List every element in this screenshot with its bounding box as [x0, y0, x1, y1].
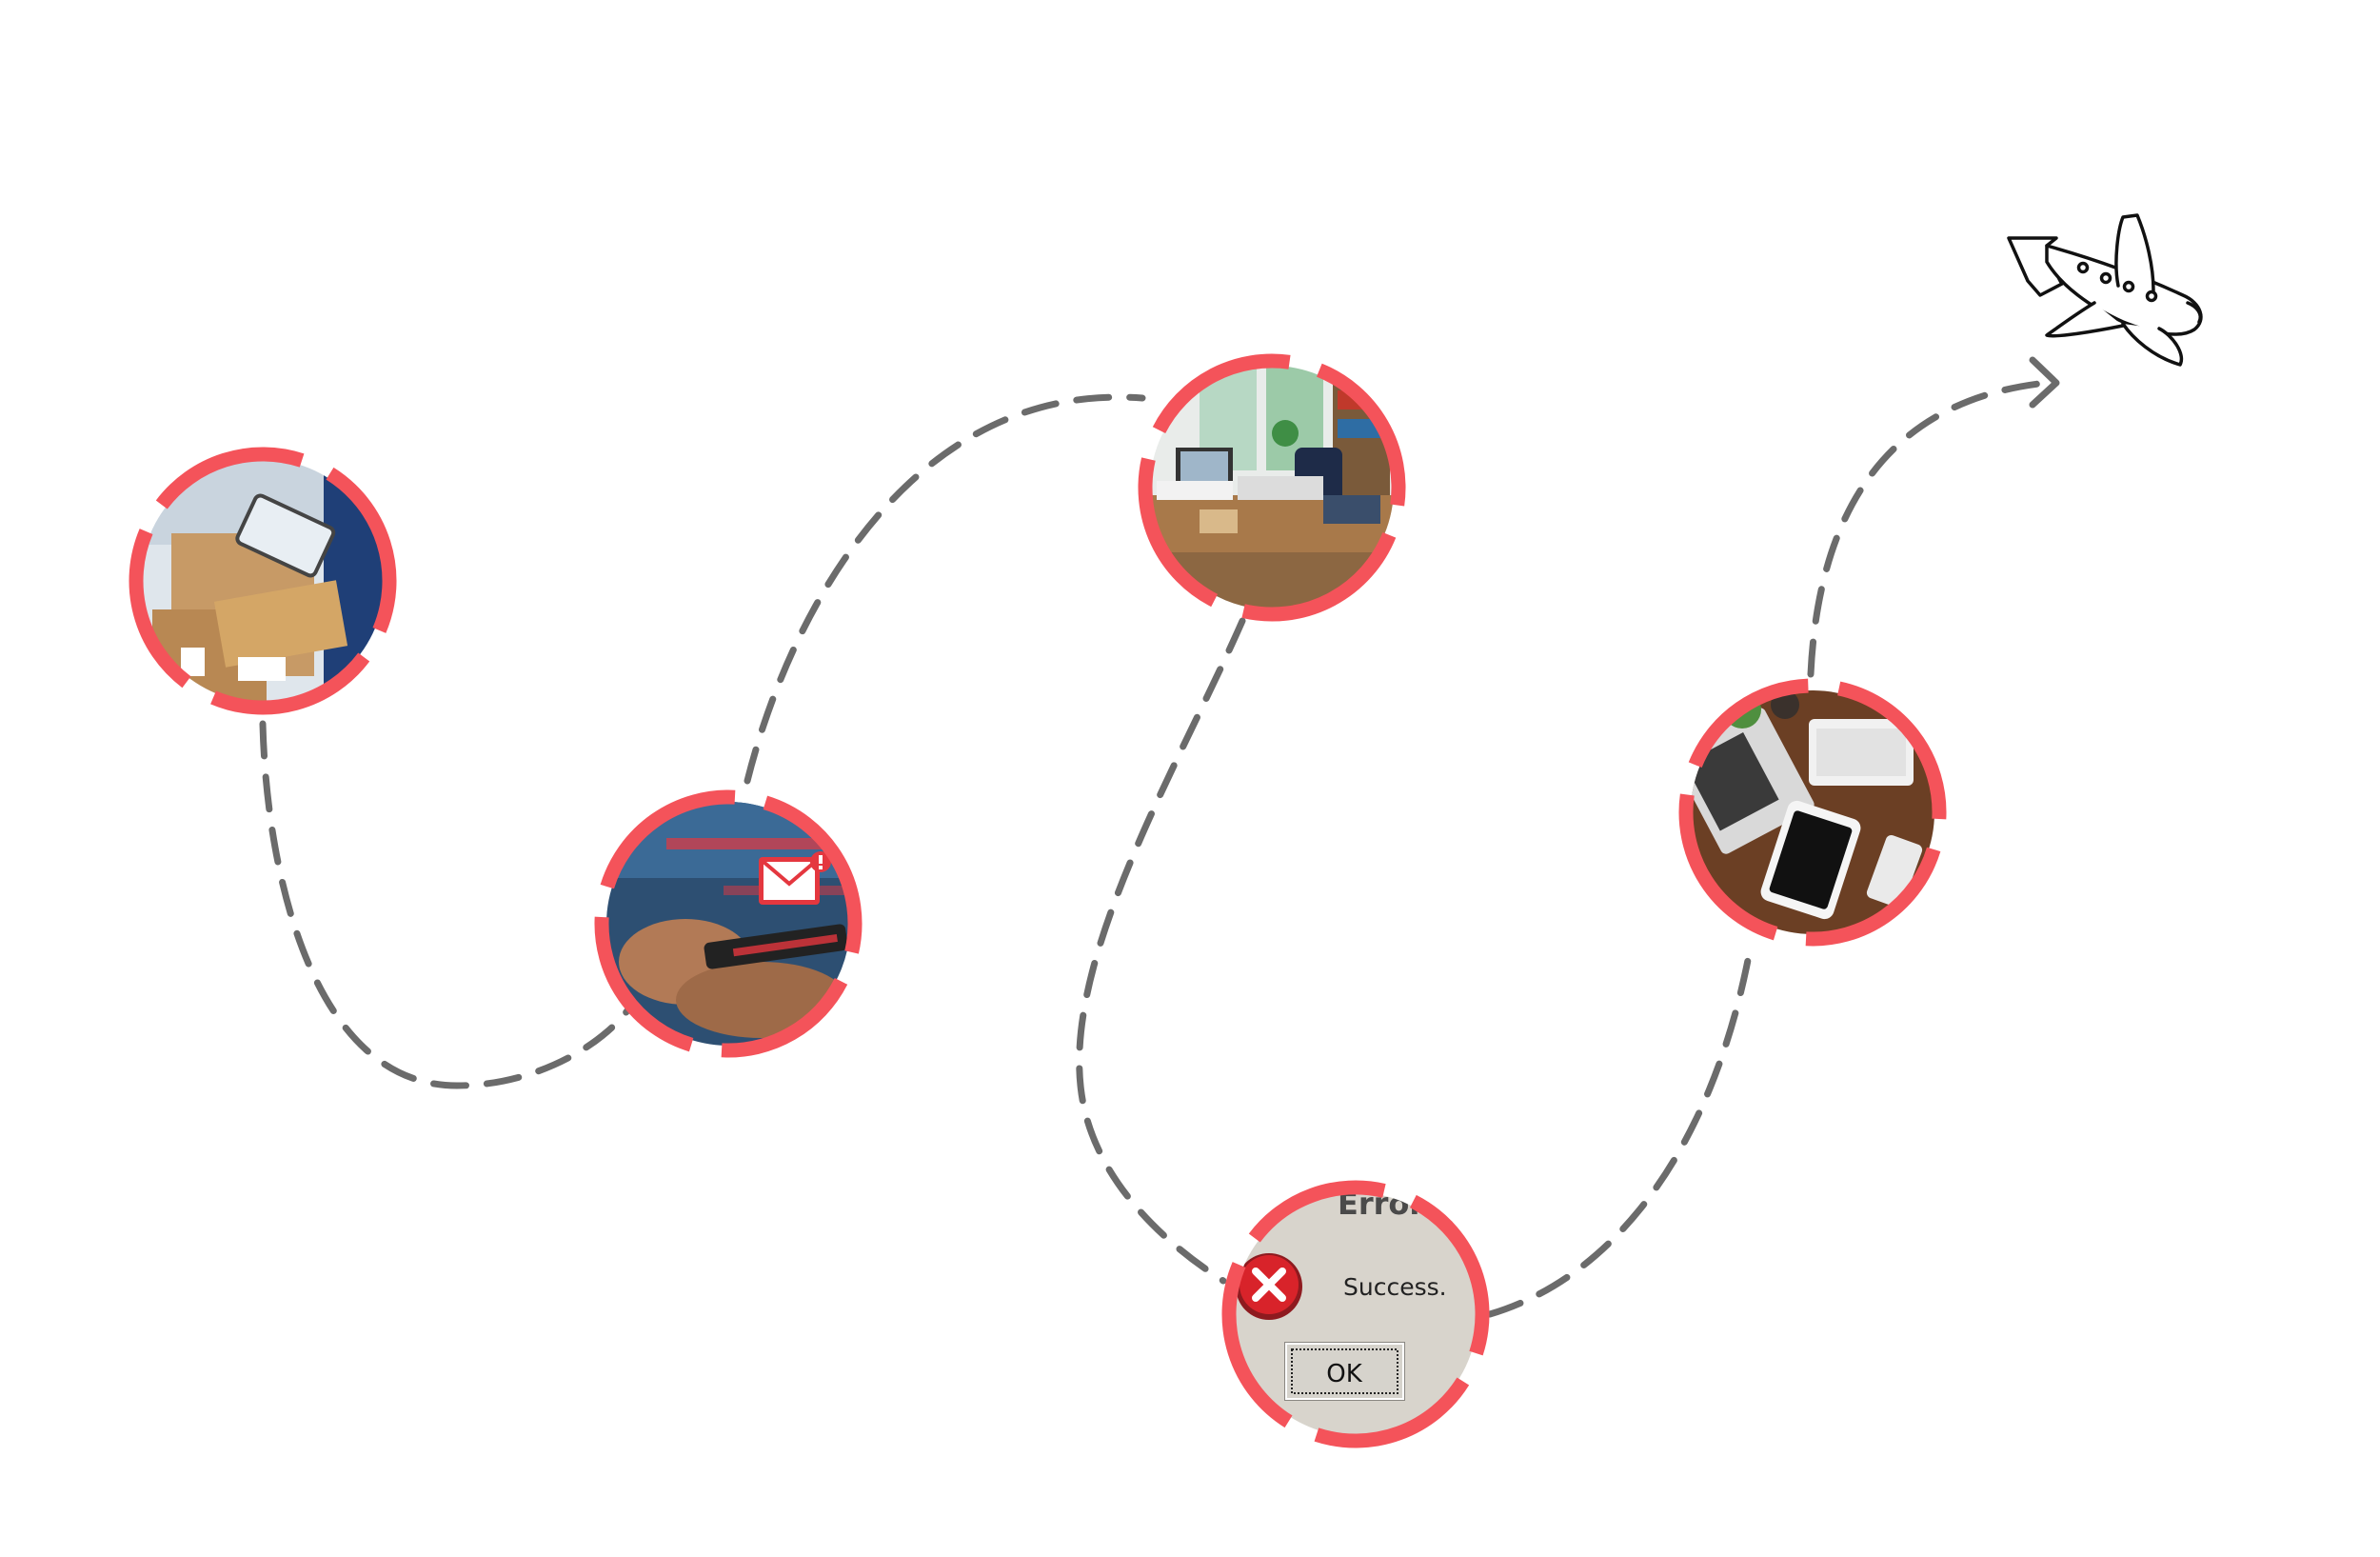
airplane-icon [2009, 215, 2201, 365]
ok-button-label: OK [1326, 1360, 1362, 1388]
path-segment-2 [747, 397, 1142, 781]
path-segment-1 [263, 724, 628, 1086]
error-x-icon [1236, 1253, 1302, 1320]
error-dialog-message: Success. [1343, 1273, 1447, 1301]
path-segment-3 [1080, 621, 1242, 1281]
node-rings [136, 361, 1939, 1441]
path-segment-5 [1811, 383, 2047, 674]
path-segment-4 [1490, 950, 1750, 1314]
ok-button[interactable]: OK [1284, 1342, 1405, 1401]
